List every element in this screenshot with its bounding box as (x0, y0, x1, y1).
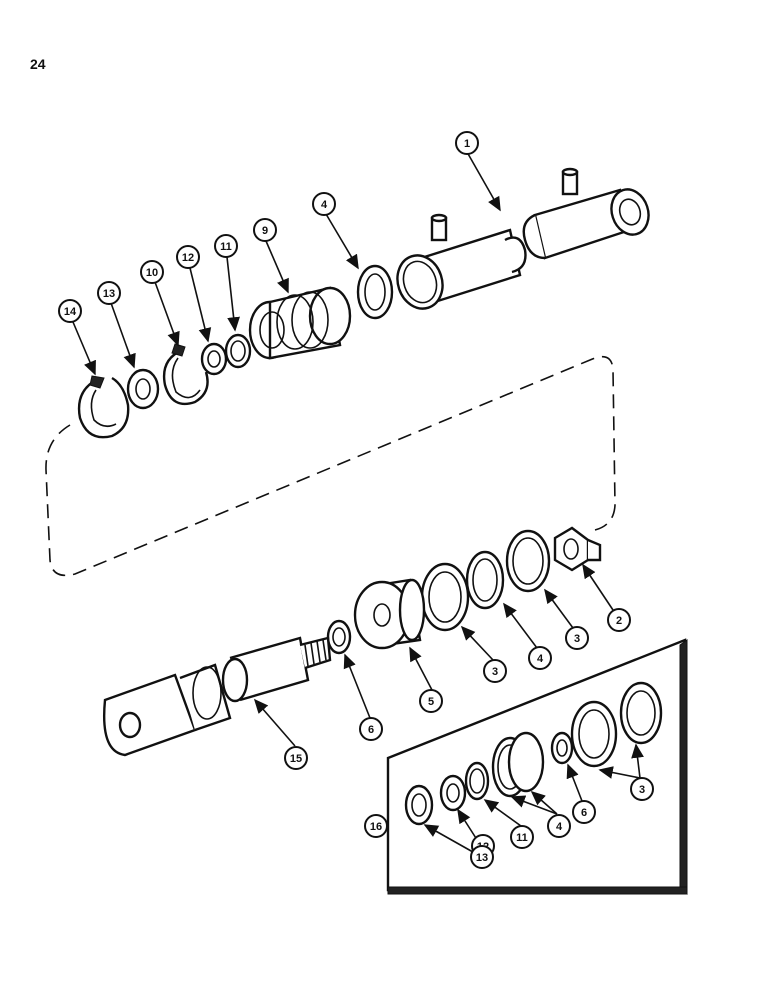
callout-3-kit: 3 (630, 777, 654, 801)
page-number: 24 (30, 56, 46, 72)
callout-4-kit: 4 (547, 814, 571, 838)
callout-6: 6 (359, 717, 383, 741)
callout-11-kit: 11 (510, 825, 534, 849)
assembly-connector-line (45, 355, 616, 577)
callout-15-label: 15 (290, 753, 302, 765)
callout-13-kit-label: 13 (476, 852, 488, 864)
ring-12 (200, 342, 228, 376)
lock-ring-14 (77, 375, 130, 439)
callout-13-label: 13 (103, 288, 115, 300)
callout-15: 15 (284, 746, 308, 770)
callout-6-label: 6 (368, 724, 374, 736)
callout-3-mid: 3 (483, 659, 507, 683)
seal-kit-box (386, 638, 688, 895)
callout-6-kit: 6 (572, 800, 596, 824)
callout-11-label: 11 (220, 241, 232, 253)
piston-rod-15 (103, 636, 332, 757)
callout-11: 11 (214, 234, 238, 258)
cylinder-tube (396, 167, 650, 310)
callout-5: 5 (419, 689, 443, 713)
callout-16: 16 (364, 814, 388, 838)
callout-4-mid-label: 4 (537, 653, 544, 665)
callout-4-kit-label: 4 (556, 821, 563, 833)
callout-14: 14 (58, 299, 82, 323)
callout-3-right-label: 3 (574, 633, 580, 645)
callout-13-kit: 13 (470, 845, 494, 869)
callout-4-mid: 4 (528, 646, 552, 670)
ring-11 (224, 333, 252, 369)
seal-3-right (505, 529, 551, 593)
callout-2-label: 2 (616, 615, 622, 627)
callout-13: 13 (97, 281, 121, 305)
callout-9: 9 (253, 218, 277, 242)
callout-1-label: 1 (464, 138, 470, 150)
callout-14-label: 14 (64, 306, 77, 318)
seal-4-mid (465, 550, 505, 610)
callout-2: 2 (607, 608, 631, 632)
piston-9 (248, 286, 352, 360)
piston-5 (353, 578, 426, 650)
callout-12-label: 12 (182, 252, 194, 264)
callout-12: 12 (176, 245, 200, 269)
callout-16-label: 16 (370, 821, 382, 833)
leader-lines (72, 151, 644, 857)
callout-10: 10 (140, 260, 164, 284)
callout-3-right: 3 (565, 626, 589, 650)
callout-4-top: 4 (312, 192, 336, 216)
callout-5-label: 5 (428, 696, 434, 708)
callout-4-top-label: 4 (321, 199, 328, 211)
snap-ring-10 (162, 343, 209, 406)
callout-9-label: 9 (262, 225, 268, 237)
callout-6-kit-label: 6 (581, 807, 587, 819)
washer-13 (126, 368, 160, 410)
callout-3-mid-label: 3 (492, 666, 498, 678)
seal-4-top (356, 264, 394, 320)
seal-3-mid (420, 562, 470, 632)
nut-2 (553, 526, 602, 572)
callout-11-kit-label: 11 (516, 832, 528, 844)
callout-3-kit-label: 3 (639, 784, 645, 796)
callout-1: 1 (455, 131, 479, 155)
callout-10-label: 10 (146, 267, 158, 279)
washer-6 (326, 619, 352, 655)
